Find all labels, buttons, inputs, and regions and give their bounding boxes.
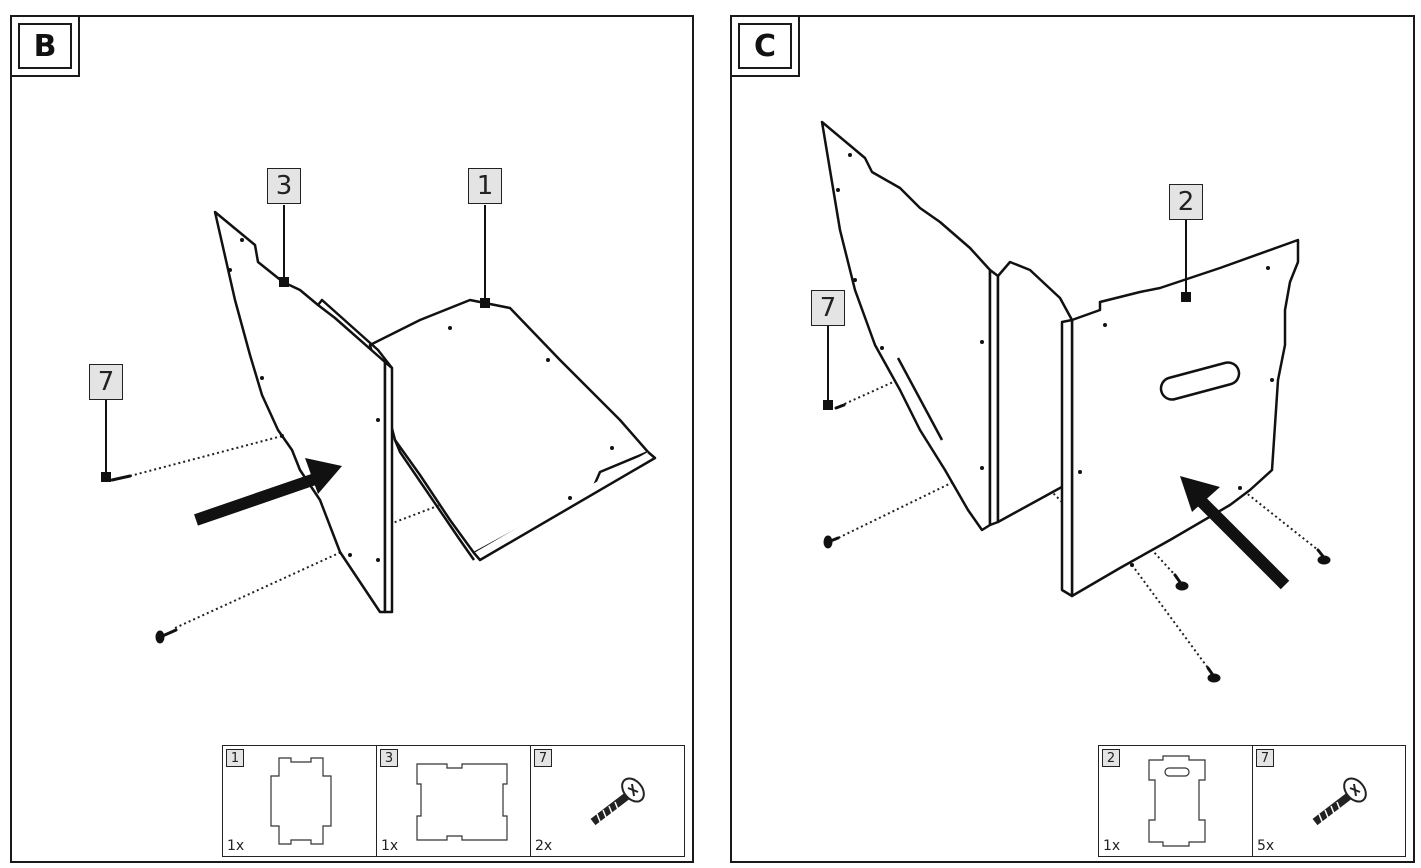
step-c-letter: C: [738, 23, 792, 69]
step-b-panel: B: [0, 0, 700, 868]
panel-3-icon: [416, 763, 508, 841]
part-quantity: 5x: [1257, 838, 1275, 854]
panel-2-icon: [1148, 755, 1206, 847]
parts-item: 7 2x: [531, 746, 683, 856]
callout-2: 2: [1169, 184, 1203, 220]
screw-icon: [590, 777, 645, 826]
part-number: 2: [1102, 749, 1120, 767]
parts-item: 1 1x: [223, 746, 377, 856]
part-3-panel-drawing: [213, 210, 394, 614]
step-c-letter-box: C: [730, 15, 800, 77]
step-b-screw-paths: [129, 435, 441, 629]
parts-item: 7 5x: [1253, 746, 1405, 856]
part-2-panel-drawing: [1060, 238, 1300, 598]
part-number: 1: [226, 749, 244, 767]
step-b-letter: B: [18, 23, 72, 69]
part-quantity: 2x: [535, 838, 553, 854]
part-3-panel-drawing: [820, 120, 1000, 532]
parts-item: 2 1x: [1099, 746, 1253, 856]
parts-item: 3 1x: [377, 746, 531, 856]
step-c-parts-list: 2 1x 7 5x: [1098, 745, 1406, 857]
panel-1-icon: [270, 757, 332, 845]
step-b-parts-list: 1 1x 3 1x 7: [222, 745, 685, 857]
step-b-drawing: [101, 205, 657, 644]
callout-7: 7: [89, 364, 123, 400]
step-c-drawing: [820, 120, 1331, 683]
part-number: 7: [534, 749, 552, 767]
insert-arrow-icon: [1180, 476, 1290, 590]
step-b-leader-dots: [101, 277, 490, 482]
screw-icon: [1312, 777, 1367, 826]
part-1-panel-drawing: [368, 298, 657, 562]
screw-icon: [110, 474, 178, 644]
callout-1: 1: [468, 168, 502, 204]
step-c-leader-dots: [823, 292, 1191, 410]
callout-7: 7: [811, 290, 845, 326]
step-b-leaders: [105, 205, 486, 476]
step-c-leaders: [827, 220, 1187, 404]
step-b-letter-box: B: [10, 15, 80, 77]
part-quantity: 1x: [1103, 838, 1121, 854]
step-c-panel: C: [720, 0, 1421, 868]
part-number: 3: [380, 749, 398, 767]
callout-3: 3: [267, 168, 301, 204]
part-quantity: 1x: [381, 838, 399, 854]
part-quantity: 1x: [227, 838, 245, 854]
part-number: 7: [1256, 749, 1274, 767]
insert-arrow-icon: [194, 458, 342, 526]
screw-icon: [823, 403, 1331, 683]
